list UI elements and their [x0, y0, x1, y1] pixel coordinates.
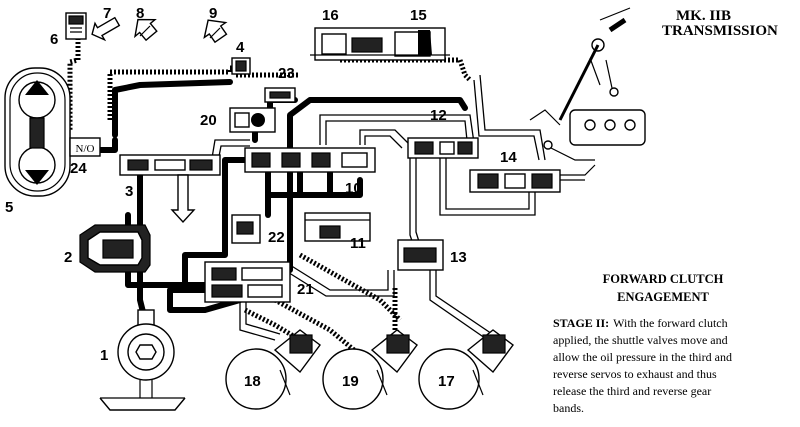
- band-servo-19: [322, 329, 418, 410]
- valve-4: [231, 57, 251, 75]
- label-4: 4: [236, 39, 245, 56]
- title-line-1: MK. IIB: [676, 8, 731, 24]
- label-15: 15: [410, 7, 427, 24]
- title-line-2: TRANSMISSION: [662, 23, 778, 39]
- label-1: 1: [100, 347, 108, 364]
- label-10: 10: [345, 180, 362, 197]
- valve-23: [264, 87, 296, 103]
- valve-body-12: [407, 137, 479, 159]
- caption-line-2: applied, the shuttle valves move and: [553, 333, 728, 347]
- label-21: 21: [297, 281, 314, 298]
- valve-body-10: [244, 147, 376, 173]
- label-19: 19: [342, 373, 359, 390]
- label-16: 16: [322, 7, 339, 24]
- label-2: 2: [64, 249, 72, 266]
- strainer: [99, 309, 186, 411]
- label-22: 22: [268, 229, 285, 246]
- selector-lever: [529, 7, 646, 176]
- label-12: 12: [430, 107, 447, 124]
- exhaust-arrow-7: [91, 16, 121, 42]
- caption-line-4: reverse servos to exhaust and thus: [553, 367, 717, 381]
- label-23: 23: [278, 65, 295, 82]
- caption: FORWARD CLUTCH ENGAGEMENT STAGE II: With …: [553, 272, 732, 415]
- oil-pump: [79, 224, 151, 273]
- caption-line-1: STAGE II: With the forward clutch: [553, 316, 728, 330]
- caption-heading-1: FORWARD CLUTCH: [603, 272, 724, 286]
- relief-valve-6: [65, 12, 87, 40]
- label-11: 11: [350, 235, 366, 252]
- band-servo-17: [418, 329, 514, 410]
- caption-line-1-text: With the forward clutch: [613, 316, 727, 330]
- valve-body-3: [119, 154, 221, 224]
- valve-24-label: N/O: [76, 143, 95, 155]
- caption-stage-label: STAGE II:: [553, 316, 609, 330]
- valve-13: [397, 239, 444, 271]
- label-9: 9: [209, 5, 217, 22]
- label-5: 5: [5, 199, 13, 216]
- valve-body-21: [204, 261, 291, 303]
- label-6: 6: [50, 31, 58, 48]
- valve-14: [469, 169, 585, 193]
- caption-heading-2: ENGAGEMENT: [617, 290, 709, 304]
- label-18: 18: [244, 373, 261, 390]
- caption-line-5: release the third and reverse gear: [553, 384, 711, 398]
- label-20: 20: [200, 112, 217, 129]
- component-numbers: 1 2 3 4 5 6 7 8 9 10 11 12 13 14 15 16 1…: [5, 5, 517, 390]
- label-7: 7: [103, 5, 111, 22]
- band-servo-18: [225, 329, 321, 410]
- label-3: 3: [125, 183, 133, 200]
- label-8: 8: [136, 5, 144, 22]
- valve-20: [229, 107, 276, 133]
- valve-22: [231, 214, 261, 244]
- label-24: 24: [70, 160, 87, 177]
- torque-converter: [4, 67, 71, 197]
- caption-line-3: allow the oil pressure in the third and: [553, 350, 732, 364]
- valve-24: N/O: [69, 137, 101, 157]
- valve-11: [304, 212, 371, 242]
- label-14: 14: [500, 149, 517, 166]
- governor-assembly: [310, 27, 450, 61]
- label-17: 17: [438, 373, 455, 390]
- label-13: 13: [450, 249, 467, 266]
- exhaust-arrow-8: [134, 18, 158, 42]
- exhaust-arrow-9: [203, 19, 228, 44]
- caption-line-6: bands.: [553, 401, 584, 415]
